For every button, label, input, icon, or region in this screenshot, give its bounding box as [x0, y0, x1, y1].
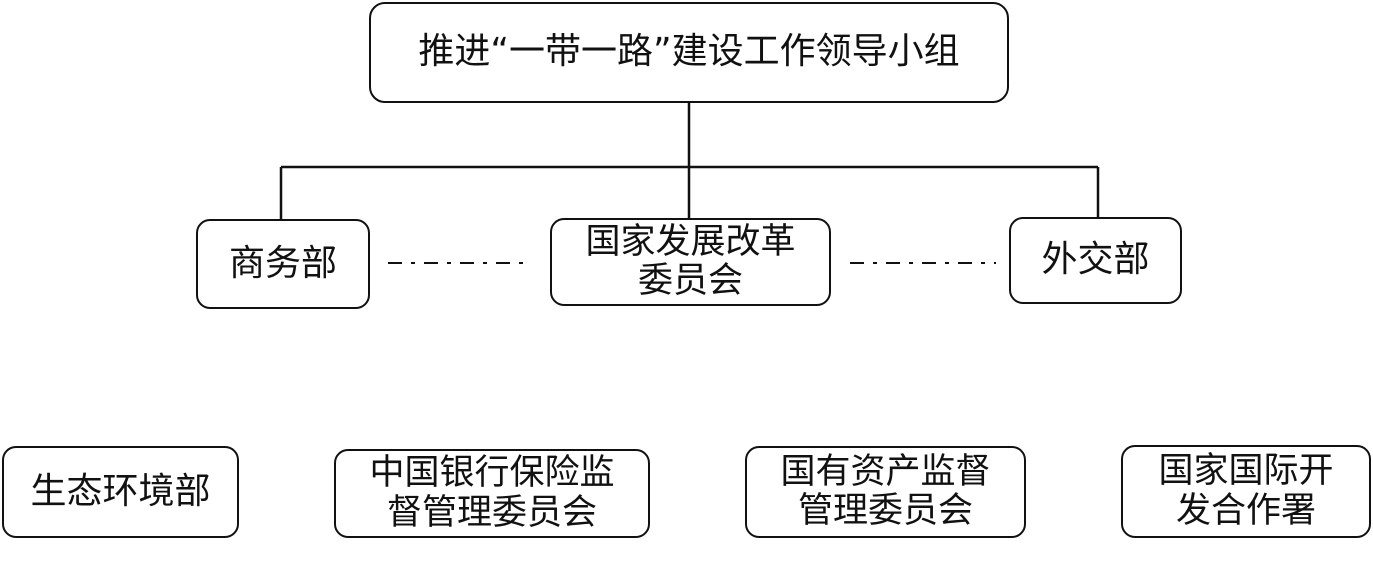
- node-sasac-line-2: 管理委员会: [797, 491, 973, 531]
- node-ecology-line-1: 生态环境部: [30, 470, 211, 512]
- node-cidca-line-2: 发合作署: [1175, 490, 1316, 531]
- node-ndrc: 国家发展改革 委员会: [550, 218, 831, 306]
- node-sasac: 国有资产监督 管理委员会: [745, 446, 1026, 538]
- node-commerce: 商务部: [196, 219, 370, 309]
- node-commerce-line-1: 商务部: [228, 242, 337, 284]
- node-foreign: 外交部: [1009, 217, 1182, 304]
- node-cbirc: 中国银行保险监 督管理委员会: [334, 449, 650, 538]
- top-node: 推进“一带一路”建设工作领导小组: [369, 2, 1009, 103]
- node-cidca-line-1: 国家国际开: [1158, 451, 1334, 492]
- node-ecology: 生态环境部: [2, 446, 239, 538]
- top-node-label: 推进“一带一路”建设工作领导小组: [418, 31, 960, 73]
- node-cbirc-line-1: 中国银行保险监: [369, 453, 615, 494]
- node-cidca: 国家国际开 发合作署: [1121, 445, 1371, 538]
- node-ndrc-line-2: 委员会: [637, 261, 743, 301]
- node-foreign-line-1: 外交部: [1041, 239, 1150, 281]
- node-sasac-line-1: 国有资产监督: [780, 451, 991, 492]
- node-ndrc-line-1: 国家发展改革: [585, 221, 796, 262]
- node-cbirc-line-2: 督管理委员会: [386, 492, 597, 533]
